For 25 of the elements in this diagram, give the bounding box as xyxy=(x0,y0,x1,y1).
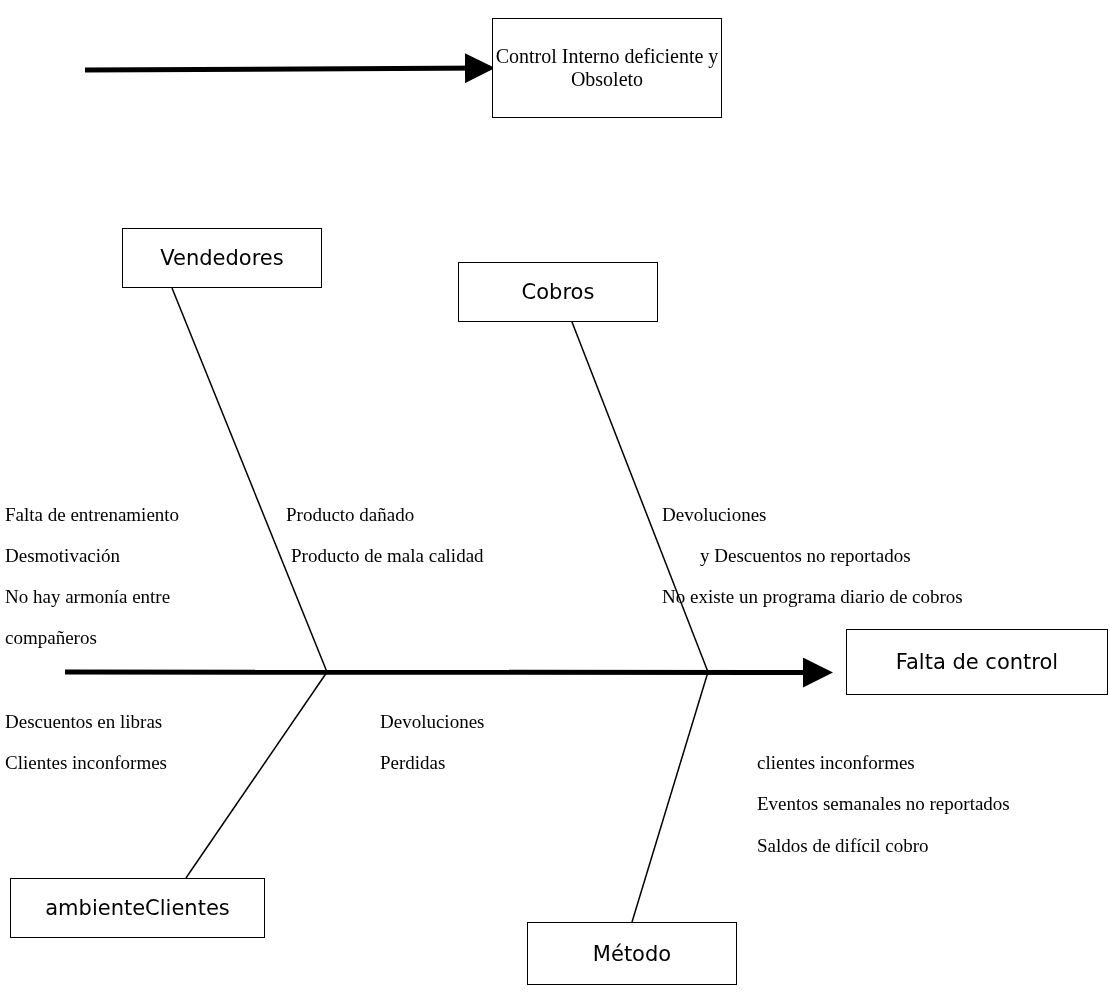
category-box: Método xyxy=(527,922,737,985)
cause-label: Falta de entrenamiento xyxy=(5,503,180,527)
effect-box: Control Interno deficiente y Obsoleto xyxy=(492,18,722,118)
cause-label: Clientes inconformes xyxy=(5,751,167,775)
cause-label: No hay armonía entre compañeros xyxy=(5,585,172,650)
cause-label: Devoluciones xyxy=(662,503,767,527)
arrow xyxy=(65,657,833,688)
cause-label: Devoluciones xyxy=(380,710,485,734)
cause-label: Perdidas xyxy=(380,751,446,775)
effect-box: Falta de control xyxy=(846,629,1108,695)
category-box: ambienteClientes xyxy=(10,878,265,938)
bone-line xyxy=(185,671,328,879)
category-box: Vendedores xyxy=(122,228,322,288)
bone-line xyxy=(631,671,709,923)
cause-label: Producto dañado xyxy=(286,503,415,527)
cause-label: Saldos de difícil cobro xyxy=(757,834,929,858)
cause-label: Descuentos en libras xyxy=(5,710,163,734)
cause-label: Desmotivación xyxy=(5,544,121,568)
category-box: Cobros xyxy=(458,262,658,322)
cause-label: Eventos semanales no reportados xyxy=(757,792,1010,816)
bone-line xyxy=(171,287,328,673)
cause-label: y Descuentos no reportados xyxy=(700,544,911,568)
cause-label: clientes inconformes xyxy=(757,751,915,775)
cause-label: Producto de mala calidad xyxy=(291,544,484,568)
bone-line xyxy=(571,321,709,673)
